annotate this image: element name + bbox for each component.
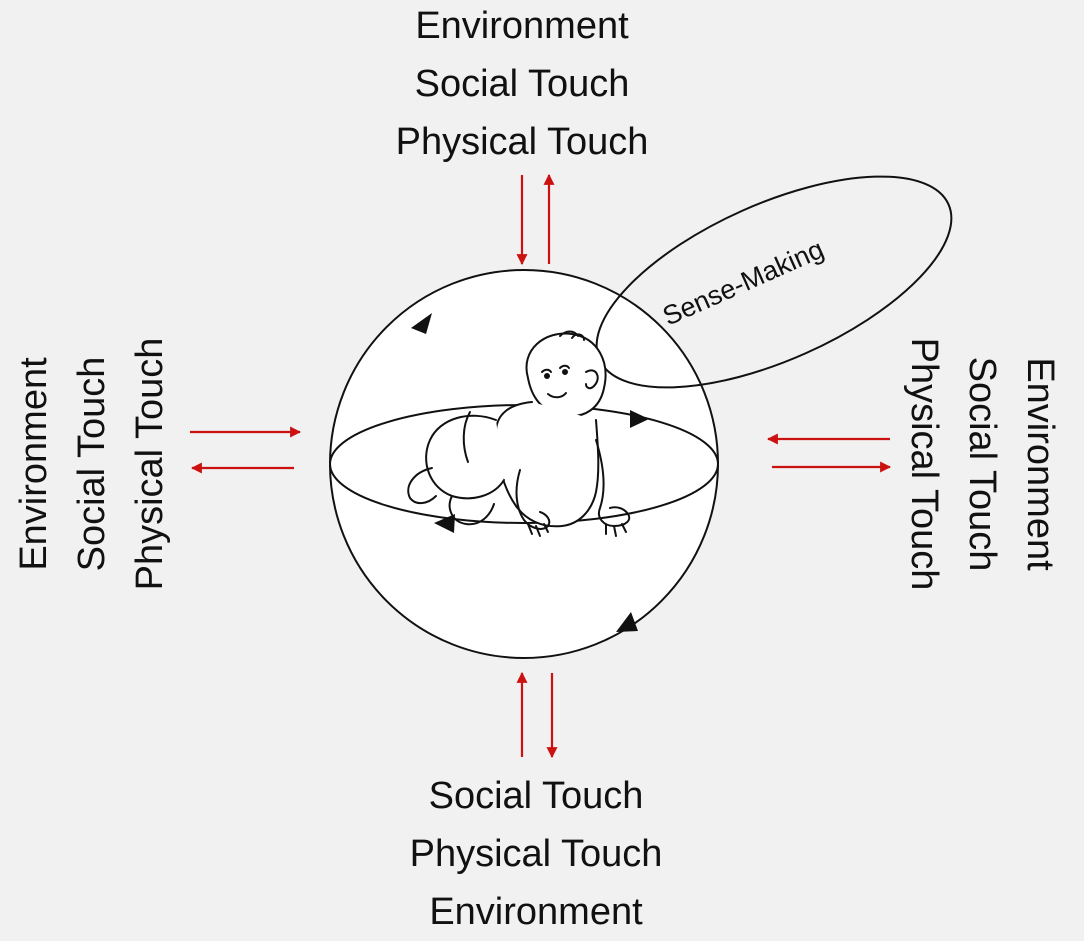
circulation-arrowheads [411,313,649,632]
left-labels: Environment Social Touch Physical Touch [5,314,179,614]
bottom-label-environment: Environment [429,891,643,933]
bottom-arrows [516,671,558,759]
right-label-physical-touch: Physical Touch [903,337,945,591]
arrowhead-equator-right [630,410,649,428]
right-label-environment: Environment [1019,357,1061,571]
right-label-social-touch: Social Touch [961,356,1003,572]
right-labels: Environment Social Touch Physical Touch [895,314,1069,614]
top-label-environment: Environment [415,5,629,47]
top-arrows [516,173,555,266]
right-arrows [766,433,892,473]
arrowhead-upper-left [411,313,432,334]
left-label-social-touch: Social Touch [71,356,113,572]
top-labels: Environment Social Touch Physical Touch [372,0,672,171]
left-label-physical-touch: Physical Touch [129,337,171,591]
arrowhead-equator-left [434,514,455,533]
top-label-social-touch: Social Touch [414,63,630,105]
bottom-labels: Social Touch Physical Touch Environment [386,767,686,941]
left-arrows [190,426,302,474]
bottom-label-physical-touch: Physical Touch [409,833,663,875]
left-label-environment: Environment [13,357,55,571]
bottom-label-social-touch: Social Touch [428,775,644,817]
arrowhead-lower-right [616,612,638,632]
top-label-physical-touch: Physical Touch [395,121,649,163]
sense-making-label: Sense-Making [658,234,828,332]
crawling-baby-icon [407,330,631,537]
